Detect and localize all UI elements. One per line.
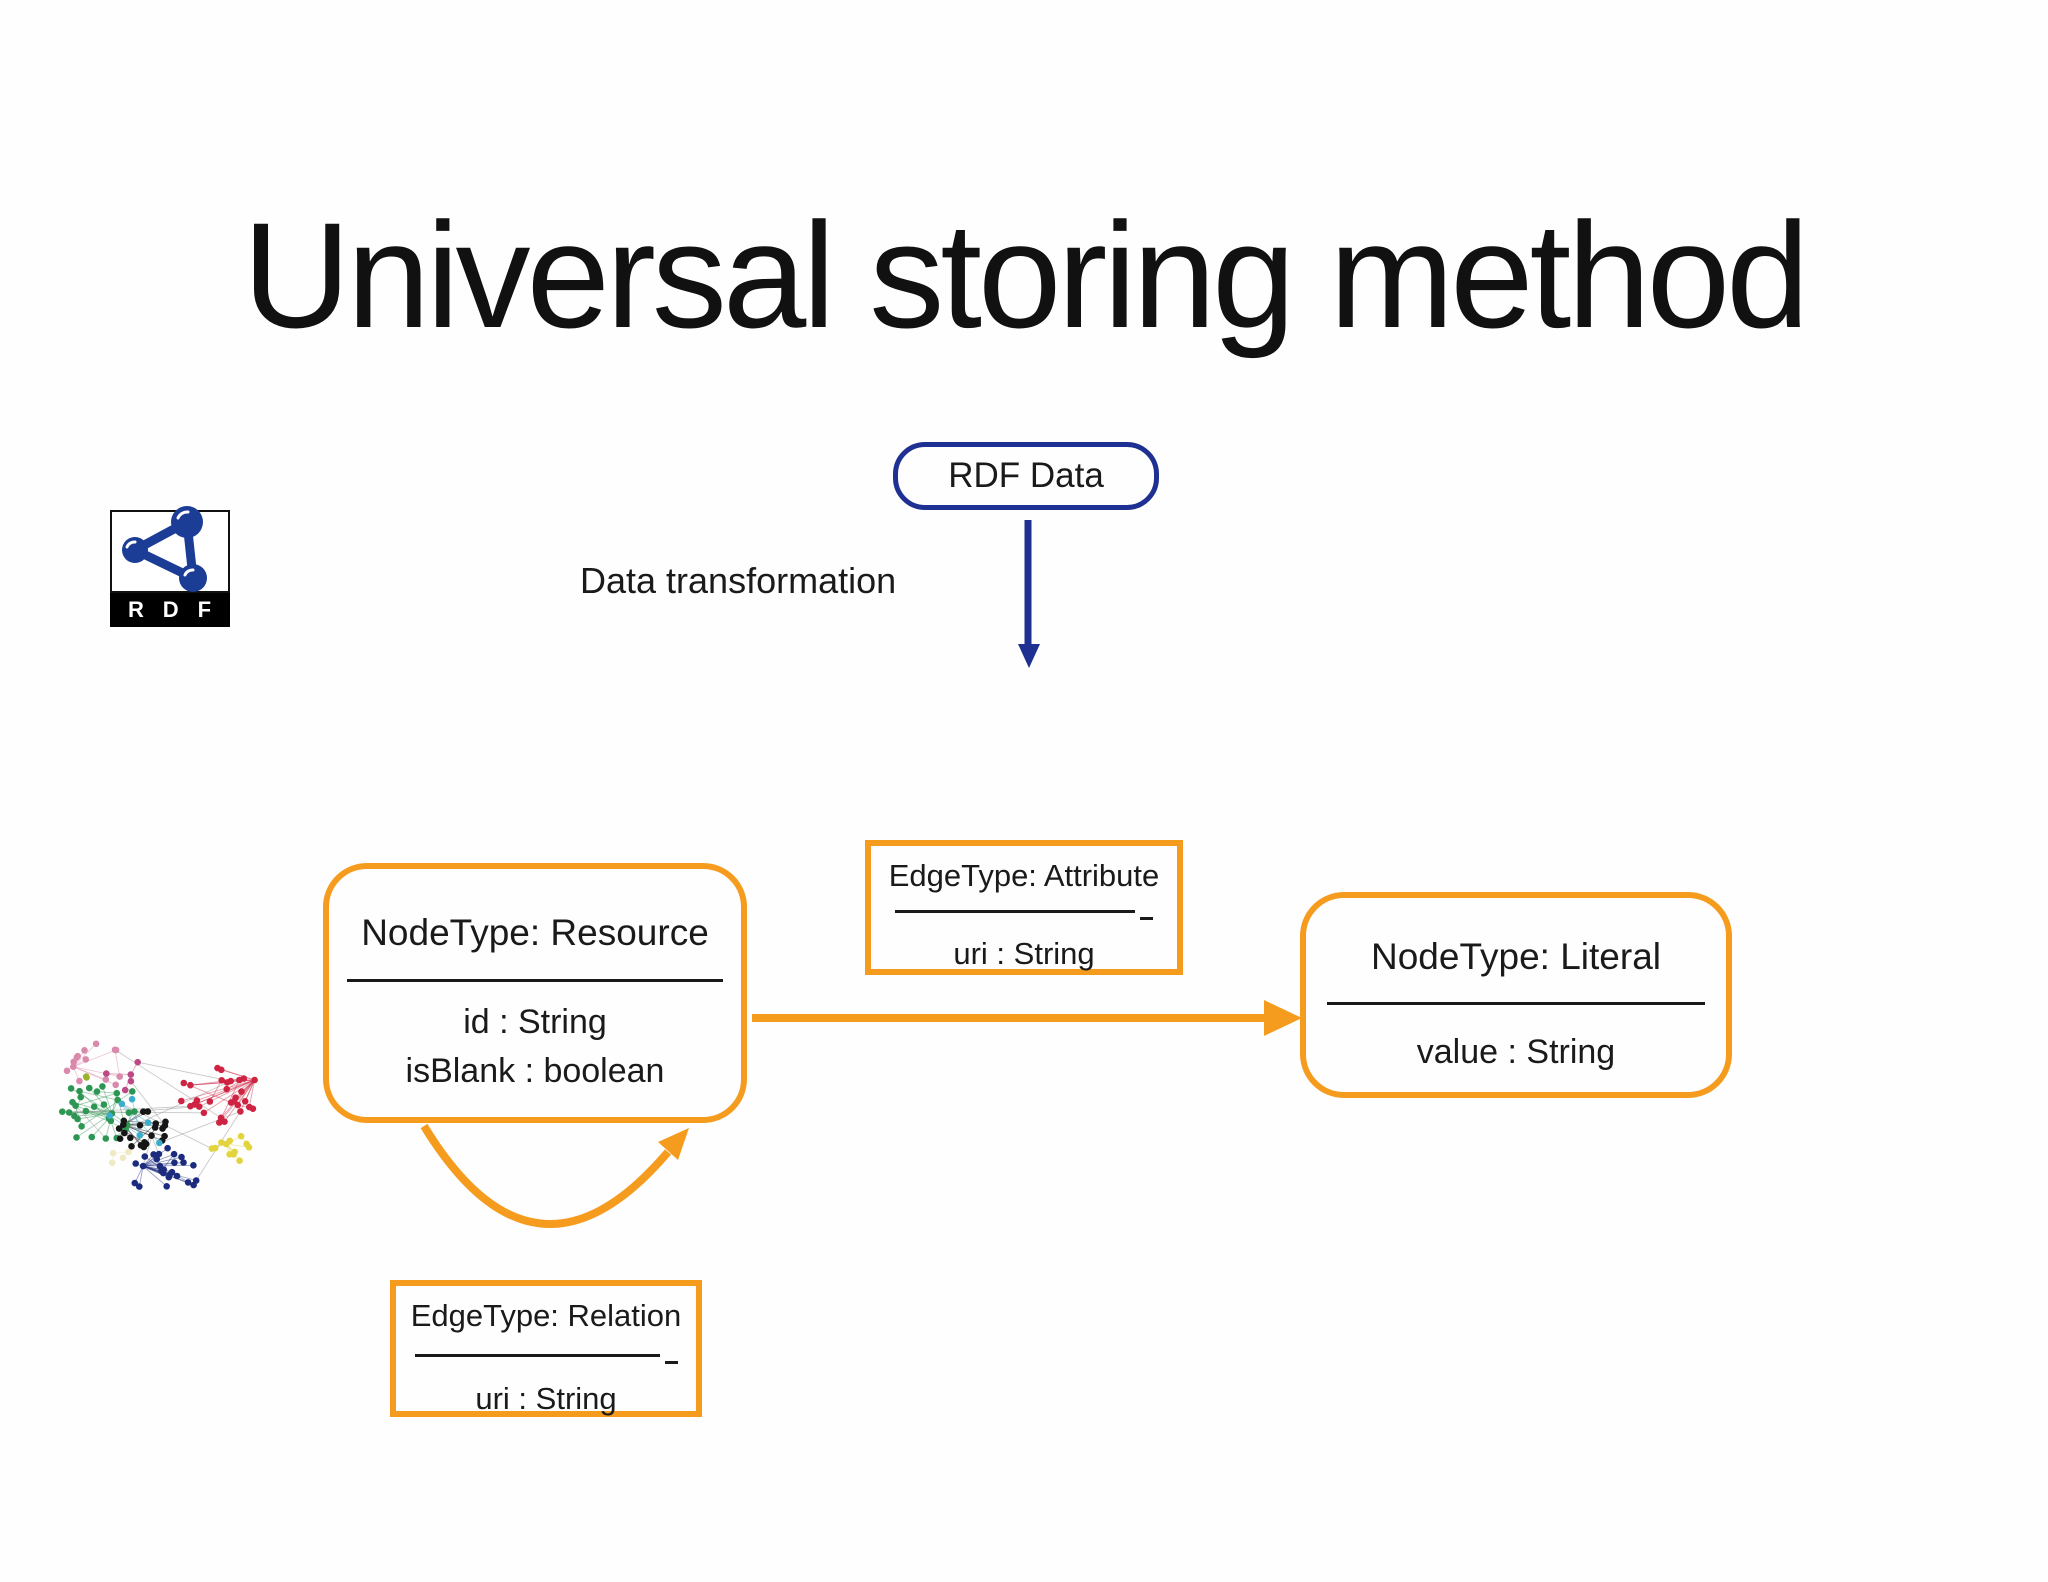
literal-attr-value: value : String bbox=[1416, 1033, 1616, 1071]
rdf-graph-illustration bbox=[59, 1040, 258, 1190]
rdf-letter-r: R bbox=[127, 597, 145, 622]
rdf-molecule-icon bbox=[110, 506, 230, 593]
literal-node-title: NodeType: Literal bbox=[1370, 936, 1661, 977]
resource-node-title: NodeType: Resource bbox=[361, 912, 709, 953]
literal-node-box: NodeType: Literal value : String bbox=[1300, 892, 1732, 1098]
attribute-edge-box: EdgeType: Attribute uri : String bbox=[865, 840, 1183, 975]
attribute-edge-title: EdgeType: Attribute bbox=[888, 858, 1160, 893]
relation-divider bbox=[396, 1354, 696, 1364]
attribute-divider bbox=[871, 910, 1177, 920]
literal-attributes: value : String bbox=[1306, 1027, 1726, 1077]
attribute-edge-attributes: uri : String bbox=[871, 932, 1177, 976]
slide-title: Universal storing method bbox=[242, 191, 1809, 359]
relation-edge-title: EdgeType: Relation bbox=[410, 1298, 682, 1333]
rdf-letter-d: D bbox=[162, 597, 180, 622]
rdf-logo: R D F bbox=[110, 506, 230, 627]
relation-edge-box: EdgeType: Relation uri : String bbox=[390, 1280, 702, 1417]
rdf-molecule-graphic bbox=[122, 506, 207, 592]
resource-attr-isblank: isBlank : boolean bbox=[405, 1052, 665, 1090]
rdf-data-label: RDF Data bbox=[948, 456, 1104, 495]
relation-attr-uri: uri : String bbox=[475, 1381, 617, 1416]
rdf-logo-wordmark: R D F bbox=[110, 593, 230, 627]
resource-attr-id: id : String bbox=[463, 1003, 607, 1041]
resource-divider bbox=[347, 979, 723, 982]
resource-attributes: id : String isBlank : boolean bbox=[329, 998, 741, 1096]
resource-node-box: NodeType: Resource id : String isBlank :… bbox=[323, 863, 747, 1123]
transformation-arrow bbox=[1018, 520, 1040, 668]
relation-edge-attributes: uri : String bbox=[396, 1377, 696, 1421]
literal-divider bbox=[1327, 1002, 1705, 1005]
relation-self-loop-arrow bbox=[420, 1123, 689, 1228]
rdf-letter-f: F bbox=[197, 597, 213, 622]
rdf-data-node: RDF Data bbox=[893, 442, 1159, 510]
attribute-edge-arrow bbox=[752, 1000, 1302, 1036]
attribute-attr-uri: uri : String bbox=[953, 936, 1095, 971]
data-transformation-label: Data transformation bbox=[580, 560, 897, 601]
